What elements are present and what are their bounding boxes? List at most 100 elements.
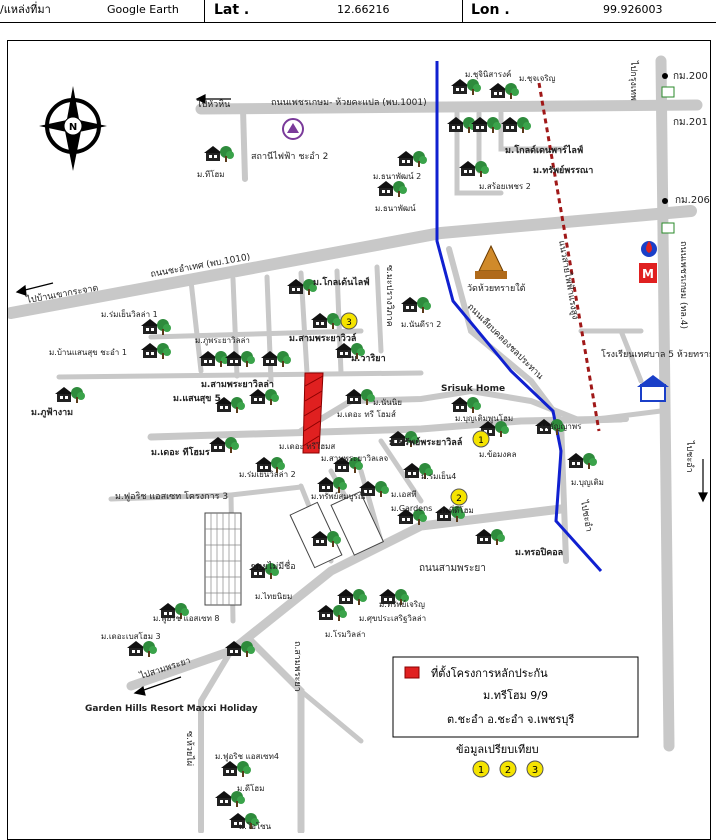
village-label: ม.ร่มเย็น4	[421, 471, 456, 481]
road-label: ถนนสามพระยา	[419, 563, 486, 574]
km-dots	[662, 73, 668, 204]
legend: ที่ตั้งโครงการหลักประกัน ม.ทรีโฮม 9/9 ต.…	[392, 656, 639, 738]
road-label: ซ.มะปรางวิภาค	[384, 265, 395, 327]
landmark-label: Garden Hills Resort Maxxi Holiday	[85, 704, 258, 714]
village-label: ม.นันนิย	[373, 398, 402, 407]
village-label: ม.ทีโฮม	[197, 169, 225, 179]
km-label: กม.201	[673, 117, 708, 128]
substation-icon	[282, 118, 304, 140]
marker-3: 3	[346, 318, 352, 328]
marker-1: 1	[478, 436, 484, 446]
village-label: ม.นันดีรา 2	[401, 320, 441, 329]
comparison-legend: ข้อมูลเปรียบเทียบ 1 2 3	[456, 743, 544, 778]
lon-value: 99.926003	[603, 3, 663, 16]
village-label: ม.ทรัพย์เจริญ	[379, 599, 425, 609]
compare-marker-2: 2	[505, 765, 511, 776]
village-label: ม.ที่ดีโฮม	[441, 504, 474, 515]
village-label: ม.ข้อมงคล	[479, 450, 517, 459]
road-label: ถนนเพชรเกษม- ห้วยคะแปล (พบ.1001)	[271, 97, 427, 108]
village-label: ม.แสนสุข 5	[173, 394, 221, 404]
compare-marker-3: 3	[532, 765, 538, 776]
village-label: ม.Gardens	[391, 504, 432, 513]
road-label: ถนนเลียบคลองชลประทาน	[465, 301, 545, 381]
village-label: ม.ฟูอริช แอสเซท 8	[153, 614, 219, 624]
village-label: ม.ไทยนิยม	[255, 592, 292, 601]
compare-marker-1: 1	[478, 765, 484, 776]
village-label: ม.บุญเติมพูนโฮม	[455, 413, 513, 424]
legend-site-swatch	[404, 666, 420, 679]
village-label: ม.เอสที	[391, 490, 417, 499]
road-label: ซ.ห้วยไผ่	[184, 731, 195, 766]
km-label: กม.200	[673, 71, 708, 82]
lat-label: Lat .	[214, 2, 250, 18]
landmark-label: สถานีไฟฟ้า ชะอำ 2	[251, 151, 328, 162]
village-label: ม.โกลด์เดนพาร์ไลฟ์	[505, 144, 583, 156]
legend-address: ต.ชะอำ อ.ชะอำ จ.เพชรบุรี	[447, 713, 574, 726]
info-header: /แหล่งที่มา Google Earth Lat . 12.66216 …	[0, 0, 716, 23]
road-label: ซอยไม่มีชื่อ	[251, 559, 296, 572]
village-label: ม.ร่มเย็นวิลล่า 1	[101, 309, 158, 319]
village-label: ม.ชุจเจริญ	[519, 74, 556, 83]
compass-letter: N	[69, 122, 77, 133]
landmark-label: ม.ฟูอริช แอสเซท โครงการ 3	[115, 491, 228, 502]
lon-label: Lon .	[471, 2, 510, 18]
village-label: ม.เดอะเบสโฮม 3	[101, 631, 161, 641]
school-icon	[637, 375, 669, 402]
village-label: ม.โรมวิลล่า	[325, 629, 365, 639]
village-label: ม.สามพระยาวิลเลจ	[321, 454, 389, 463]
temple-icon	[475, 244, 507, 279]
source-value: Google Earth	[107, 3, 179, 16]
site-hatch	[302, 375, 324, 447]
road-label: ไปชะอำ	[578, 499, 595, 533]
village-label: ม.ภูพระยาวิลล่า	[195, 336, 250, 346]
legend-site-label: ที่ตั้งโครงการหลักประกัน	[431, 665, 548, 680]
village-label: ม.ชุจินิสารงค์	[465, 69, 511, 79]
village-label: ม.เดอะ ทรีโฮมส	[279, 441, 335, 451]
village-label: ม.ภูฟ้างาม	[31, 407, 73, 418]
comparison-markers: 3 1 2	[340, 312, 490, 506]
village-label: ม.ทรัพย์สมบูรณ์	[311, 491, 366, 502]
village-label: ม.เดอะ ทีโฮมร	[151, 446, 210, 458]
village-label: ม.ธนาพัฒน์ 2	[373, 171, 421, 181]
village-label: ม.ทรัพย์พระยาวิลล์	[389, 436, 462, 448]
village-label: ม.ทรอปิคอล	[515, 547, 563, 558]
landmark-label: วัดห้วยทรายใต้	[467, 283, 526, 294]
lat-value: 12.66216	[337, 3, 390, 16]
compass-icon: N	[39, 86, 107, 171]
landmark-label: โรงเรียนเทศบาล 5 ห้วยทรายใต้	[601, 349, 711, 360]
village-label: ม.ร่มเย็นวิลล่า 2	[239, 469, 296, 479]
svg-text:M: M	[642, 267, 654, 281]
fuerich3-block	[204, 512, 242, 606]
source-label: /แหล่งที่มา	[0, 3, 51, 16]
landmark-label: Srisuk Home	[441, 384, 505, 394]
direction-arrows	[15, 94, 708, 696]
power-line	[537, 82, 601, 432]
road-label: ถนนเพชรเกษม (ทล.4)	[678, 241, 688, 329]
village-label: ม.ธัญญาพร	[541, 422, 582, 431]
village-label: ม.วาริยา	[351, 353, 386, 364]
village-label: ม.ทรัพย์พรรณา	[533, 164, 593, 176]
map-canvas: N M	[8, 55, 711, 835]
village-label: ม.สามพระยาวิลล่า	[201, 379, 274, 390]
road-label: ถ.สามพระยา	[292, 641, 302, 692]
divider	[462, 0, 463, 22]
canal	[435, 61, 603, 573]
village-label: ม.สร้อยเพชร 2	[479, 182, 531, 191]
divider	[204, 0, 205, 22]
village-label: ม.ศุขประเสริฐวิลล่า	[359, 614, 426, 623]
village-label: ม.โอโซน	[239, 821, 272, 831]
road-label: ไปชะอำ	[684, 440, 695, 473]
village-label: ม.บุญเติม	[571, 478, 604, 487]
road-label: แนวสายไฟฟ้าแรงสูง	[556, 240, 581, 321]
road-label: ไปหัวหิน	[196, 99, 230, 110]
map-frame: N M	[7, 40, 711, 840]
village-label: ม.ธนาพัฒน์	[375, 203, 416, 213]
village-label: ม.เดอะ ทรี โฮมส์	[337, 409, 396, 419]
gas-station-icon	[641, 241, 657, 257]
village-label: ม.โกลเด้นไลฟ์	[313, 276, 370, 288]
711-icon	[661, 86, 675, 234]
village-label: ม.บ้านแสนสุข ชะอำ 1	[49, 348, 127, 357]
km-label: กม.206	[675, 195, 710, 206]
marker-2: 2	[456, 494, 462, 504]
village-label: ม.สามพระยาวิวล์	[289, 332, 356, 344]
